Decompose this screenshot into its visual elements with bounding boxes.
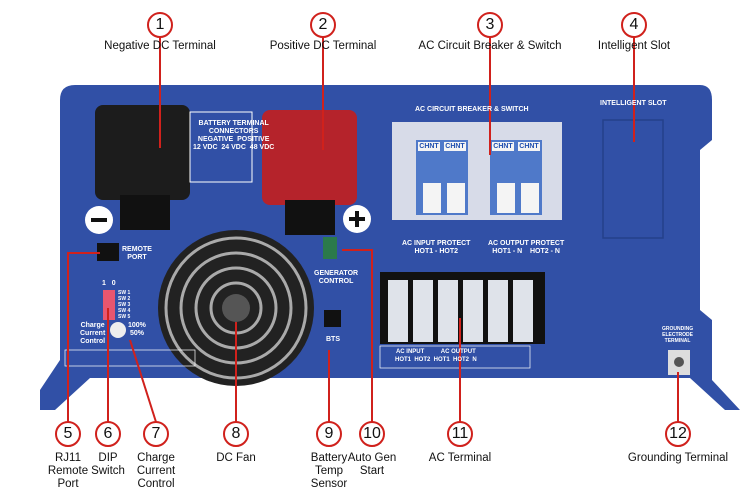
label-intelligent-slot: Intelligent Slot (597, 40, 671, 52)
grounding-label: GROUNDING ELECTRODE TERMINAL (662, 326, 694, 344)
battery-terminal-table: BATTERY TERMINAL CONNECTORS NEGATIVE POS… (193, 120, 275, 151)
label-battery-temp: Battery Temp Sensor (310, 452, 348, 490)
breaker-brand-label: CHNT (492, 142, 514, 151)
callout-1: 1 (147, 12, 173, 38)
bts-port (324, 310, 341, 327)
label-grounding: Grounding Terminal (627, 452, 729, 464)
ac-output-protect-label: AC OUTPUT PROTECT HOT1 - N HOT2 - N (488, 240, 565, 255)
positive-terminal-cover (262, 110, 357, 205)
breaker-brand-label: CHNT (518, 142, 540, 151)
callout-12: 12 (665, 421, 691, 447)
label-dc-fan: DC Fan (216, 452, 256, 464)
ac-input-protect-label: AC INPUT PROTECT HOT1 - HOT2 (402, 240, 471, 255)
callout-5: 5 (55, 421, 81, 447)
breaker-title: AC CIRCUIT BREAKER & SWITCH (415, 106, 529, 113)
label-negative-dc-terminal: Negative DC Terminal (104, 40, 216, 52)
bts-label: BTS (326, 336, 340, 343)
label-rj11: RJ11 Remote Port (47, 452, 89, 490)
breaker-brand-label: CHNT (444, 142, 466, 151)
callout-2: 2 (310, 12, 336, 38)
remote-port-label: REMOTE PORT (122, 246, 152, 261)
callout-10: 10 (359, 421, 385, 447)
slot-title: INTELLIGENT SLOT (600, 100, 667, 107)
callout-4: 4 (621, 12, 647, 38)
charge-knob (110, 322, 126, 338)
charge-levels: 100% 50% (128, 322, 146, 337)
negative-terminal-cover (95, 105, 190, 200)
breaker-brand-label: CHNT (418, 142, 440, 151)
callout-8: 8 (223, 421, 249, 447)
label-dip-switch: DIP Switch (91, 452, 125, 477)
charge-control-label: Charge Current Control (80, 322, 106, 345)
callout-7: 7 (143, 421, 169, 447)
generator-control-label: GENERATOR CONTROL (314, 270, 359, 285)
callout-3: 3 (477, 12, 503, 38)
label-positive-dc-terminal: Positive DC Terminal (269, 40, 377, 52)
label-charge-current: Charge Current Control (136, 452, 176, 490)
callout-9: 9 (316, 421, 342, 447)
terminal-labels: AC INPUT AC OUTPUT HOT1 HOT2 HOT1 HOT2 N (395, 349, 477, 363)
generator-connector (323, 237, 337, 259)
callout-6: 6 (95, 421, 121, 447)
label-auto-gen: Auto Gen Start (347, 452, 397, 477)
dip-on-off: 1 0 (102, 280, 116, 287)
dip-labels: SW 1 SW 2 SW 3 SW 4 SW 5 (118, 290, 131, 320)
label-ac-breaker: AC Circuit Breaker & Switch (418, 40, 562, 52)
label-ac-terminal: AC Terminal (428, 452, 492, 464)
callout-11: 11 (447, 421, 473, 447)
dip-switch (103, 290, 115, 320)
rj11-port (97, 243, 119, 261)
